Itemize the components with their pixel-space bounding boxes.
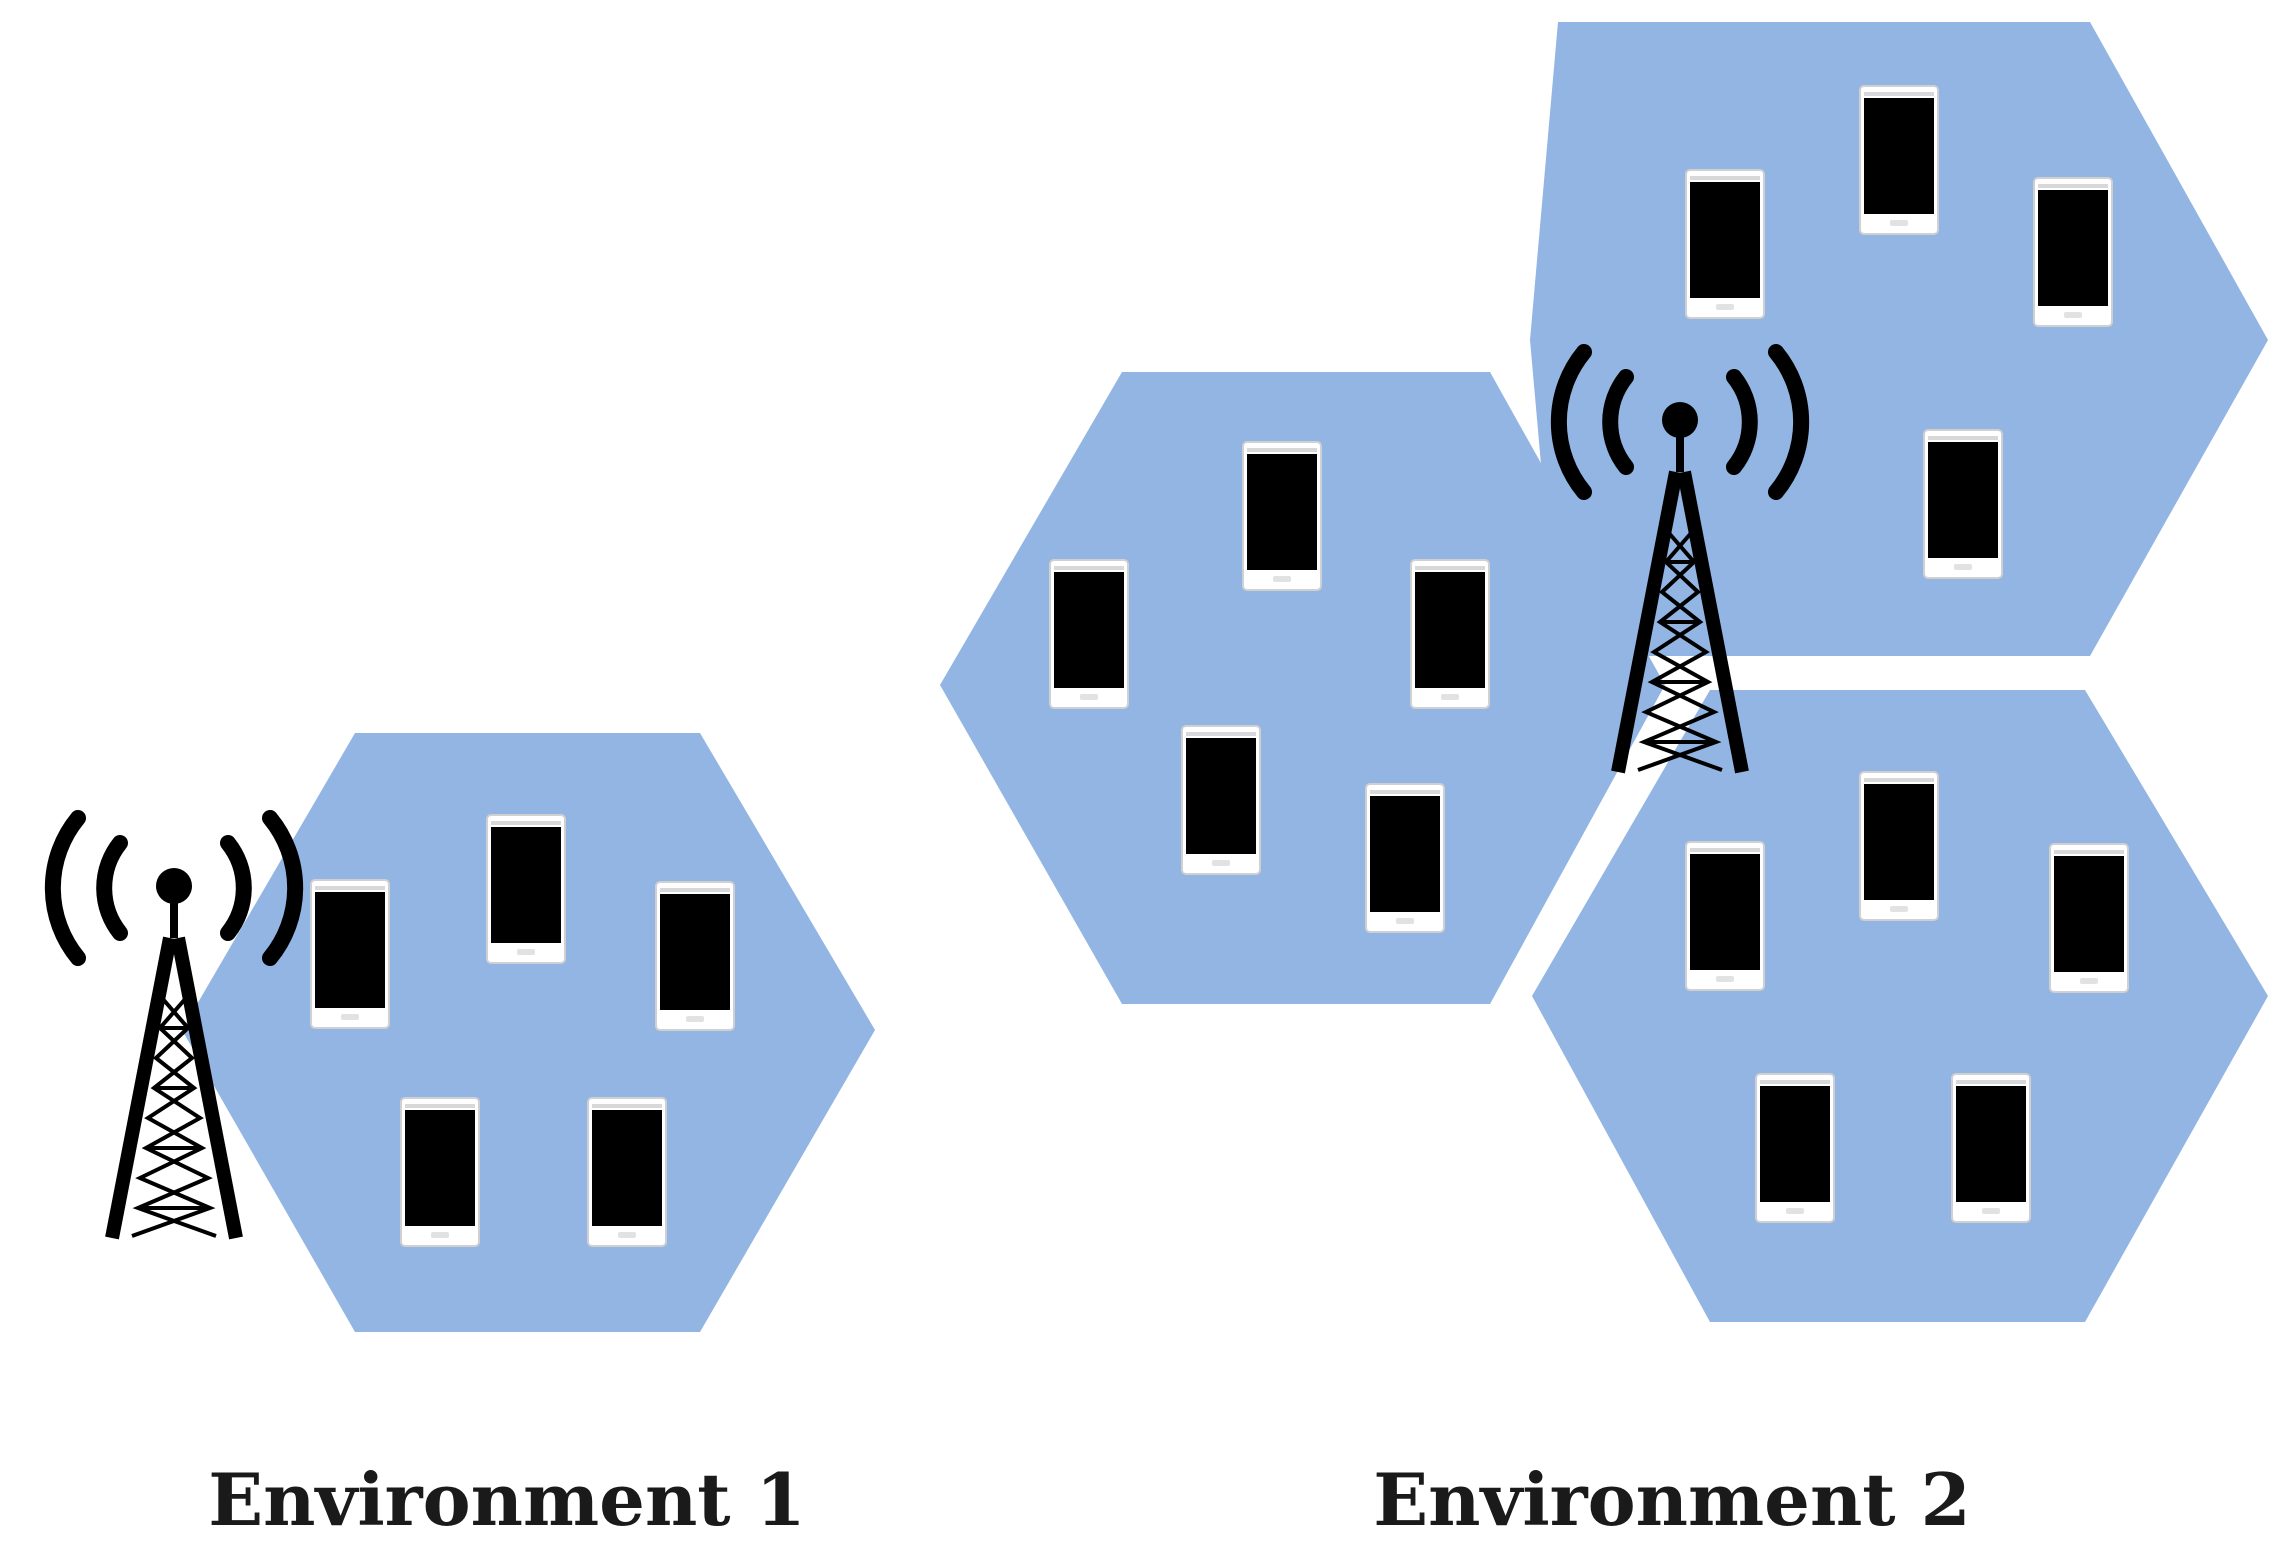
environment-2-label: Environment 2 bbox=[1373, 1457, 1970, 1542]
environment-1-device-5 bbox=[587, 1097, 667, 1247]
environment-2-device-1 bbox=[1049, 559, 1129, 709]
environment-1-label: Environment 1 bbox=[208, 1457, 805, 1542]
environment-2-group: Environment 2 bbox=[940, 22, 2268, 1542]
environment-2-device-10 bbox=[1685, 841, 1765, 991]
environment-1-group: Environment 1 bbox=[53, 733, 875, 1542]
environment-2-device-3 bbox=[1410, 559, 1490, 709]
environment-2-device-9 bbox=[1923, 429, 2003, 579]
environment-2-device-6 bbox=[1685, 169, 1765, 319]
environment-1-device-2 bbox=[486, 814, 566, 964]
environment-2-device-5 bbox=[1365, 783, 1445, 933]
environment-1-device-1 bbox=[310, 879, 390, 1029]
environment-2-cell-left bbox=[940, 372, 1665, 1004]
environment-2-device-12 bbox=[2049, 843, 2129, 993]
environment-2-device-14 bbox=[1951, 1073, 2031, 1223]
environment-1-device-4 bbox=[400, 1097, 480, 1247]
environment-2-device-11 bbox=[1859, 771, 1939, 921]
environment-2-device-8 bbox=[2033, 177, 2113, 327]
environment-1-device-3 bbox=[655, 881, 735, 1031]
environment-2-device-4 bbox=[1181, 725, 1261, 875]
environment-2-device-2 bbox=[1242, 441, 1322, 591]
environment-2-device-13 bbox=[1755, 1073, 1835, 1223]
environment-2-device-7 bbox=[1859, 85, 1939, 235]
